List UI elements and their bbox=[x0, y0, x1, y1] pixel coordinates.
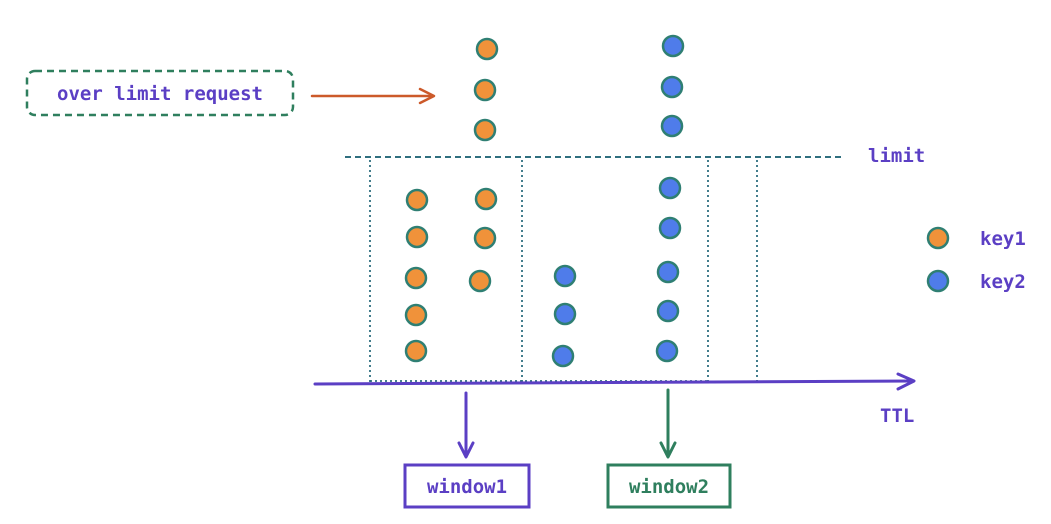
over-limit-request-label: over limit request bbox=[57, 83, 263, 105]
key2-request-dot bbox=[658, 216, 682, 240]
ttl-label: TTL bbox=[880, 405, 914, 427]
key1-request-dot bbox=[404, 339, 428, 363]
key1-request-dot bbox=[404, 303, 428, 327]
legend: key1 key2 bbox=[926, 226, 1026, 293]
ttl-axis bbox=[313, 372, 916, 391]
key2-request-dot bbox=[661, 34, 685, 58]
key2-request-dot bbox=[553, 302, 577, 326]
legend-key1-label: key1 bbox=[980, 228, 1026, 250]
legend-key1-swatch bbox=[926, 226, 950, 250]
window1-arrow bbox=[457, 391, 475, 459]
key1-request-dot bbox=[474, 187, 498, 211]
key1-request-dot bbox=[473, 226, 497, 250]
limit-label: limit bbox=[868, 145, 925, 167]
window1-box: window1 bbox=[403, 463, 531, 509]
key2-request-dot bbox=[660, 75, 684, 99]
key2-request-dot bbox=[553, 264, 577, 288]
window2-arrow bbox=[659, 388, 677, 459]
legend-key2-label: key2 bbox=[980, 271, 1026, 293]
legend-key2-swatch bbox=[926, 269, 950, 293]
key1-request-dot bbox=[475, 37, 499, 61]
key1-request-dot bbox=[404, 266, 428, 290]
request-dots bbox=[404, 34, 685, 368]
key1-request-dot bbox=[473, 118, 497, 142]
window2-label: window2 bbox=[629, 476, 709, 498]
window1-label: window1 bbox=[427, 476, 507, 498]
over-limit-request-box: over limit request bbox=[25, 69, 295, 117]
key1-request-dot bbox=[468, 269, 492, 293]
key1-request-dot bbox=[405, 188, 429, 212]
key2-request-dot bbox=[656, 299, 680, 323]
window-borders bbox=[369, 160, 758, 382]
key1-request-dot bbox=[473, 78, 497, 102]
window2-box: window2 bbox=[606, 463, 732, 509]
over-limit-arrow bbox=[310, 87, 436, 105]
key2-request-dot bbox=[656, 260, 680, 284]
key2-request-dot bbox=[551, 344, 575, 368]
key2-request-dot bbox=[660, 114, 684, 138]
key2-request-dot bbox=[658, 176, 682, 200]
key1-request-dot bbox=[405, 225, 429, 249]
key2-request-dot bbox=[655, 339, 679, 363]
